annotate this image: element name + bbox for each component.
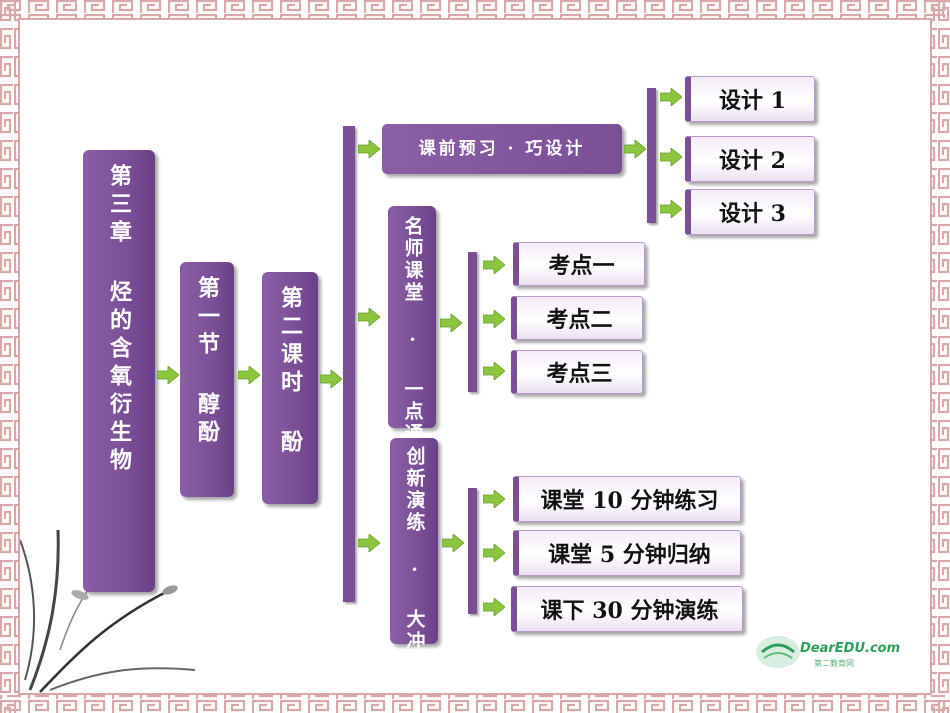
practice-2-label: 课堂 5 分钟归纳 <box>548 542 711 568</box>
logo-tagline: 第二教育网 <box>814 658 854 668</box>
chapter-label: 第三章 烃的含氧衍生物 <box>106 164 132 476</box>
arrow-icon <box>483 256 505 274</box>
branch-2-title: 名师课堂 · 一点通 <box>388 206 436 445</box>
practice-1-box: 课堂 10 分钟练习 <box>513 476 741 522</box>
design-3-label: 设计 3 <box>719 201 786 227</box>
practice-1-label: 课堂 10 分钟练习 <box>540 488 719 514</box>
key-point-2-label: 考点二 <box>546 307 613 333</box>
branch-1-connector <box>647 88 656 223</box>
lesson-box: 第二课时 酚 <box>262 272 318 504</box>
arrow-icon <box>660 88 682 106</box>
branch-1-title: 课前预习 · 巧设计 <box>382 124 622 174</box>
arrow-icon <box>358 534 380 552</box>
key-point-2-box: 考点二 <box>511 296 643 340</box>
arrow-icon <box>483 310 505 328</box>
arrow-icon <box>358 308 380 326</box>
practice-2-box: 课堂 5 分钟归纳 <box>513 530 741 576</box>
practice-3-label: 课下 30 分钟演练 <box>540 598 719 624</box>
section-label: 第一节 醇酚 <box>194 276 220 448</box>
key-point-3-label: 考点三 <box>546 361 613 387</box>
branch-2-connector <box>468 252 477 392</box>
key-point-3-box: 考点三 <box>511 350 643 394</box>
branch-3-label: 创新演练 · 大冲关 <box>403 446 426 675</box>
design-1-box: 设计 1 <box>685 76 815 122</box>
design-3-box: 设计 3 <box>685 189 815 235</box>
dearedu-logo: DearEDU.com 第二教育网 <box>756 636 900 668</box>
arrow-icon <box>238 366 260 384</box>
main-connector <box>343 126 355 602</box>
arrow-icon <box>483 490 505 508</box>
branch-3-connector <box>468 488 477 614</box>
lesson-label: 第二课时 酚 <box>277 286 303 458</box>
arrow-icon <box>358 140 380 158</box>
design-2-box: 设计 2 <box>685 136 815 182</box>
key-point-1-label: 考点一 <box>548 253 615 279</box>
design-1-label: 设计 1 <box>719 88 786 114</box>
arrow-icon <box>483 544 505 562</box>
branch-1-label: 课前预习 · 巧设计 <box>418 138 586 159</box>
section-box: 第一节 醇酚 <box>180 262 234 497</box>
arrow-icon <box>442 534 464 552</box>
chapter-box: 第三章 烃的含氧衍生物 <box>83 150 155 592</box>
branch-2-label: 名师课堂 · 一点通 <box>401 216 424 445</box>
design-2-label: 设计 2 <box>719 148 786 174</box>
arrow-icon <box>624 140 646 158</box>
arrow-icon <box>660 200 682 218</box>
practice-3-box: 课下 30 分钟演练 <box>511 586 743 632</box>
arrow-icon <box>440 314 462 332</box>
arrow-icon <box>157 366 179 384</box>
arrow-icon <box>660 148 682 166</box>
arrow-icon <box>320 370 342 388</box>
logo-brand: DearEDU.com <box>800 641 900 656</box>
key-point-1-box: 考点一 <box>513 242 645 286</box>
arrow-icon <box>483 362 505 380</box>
arrow-icon <box>483 598 505 616</box>
branch-3-title: 创新演练 · 大冲关 <box>390 438 438 675</box>
